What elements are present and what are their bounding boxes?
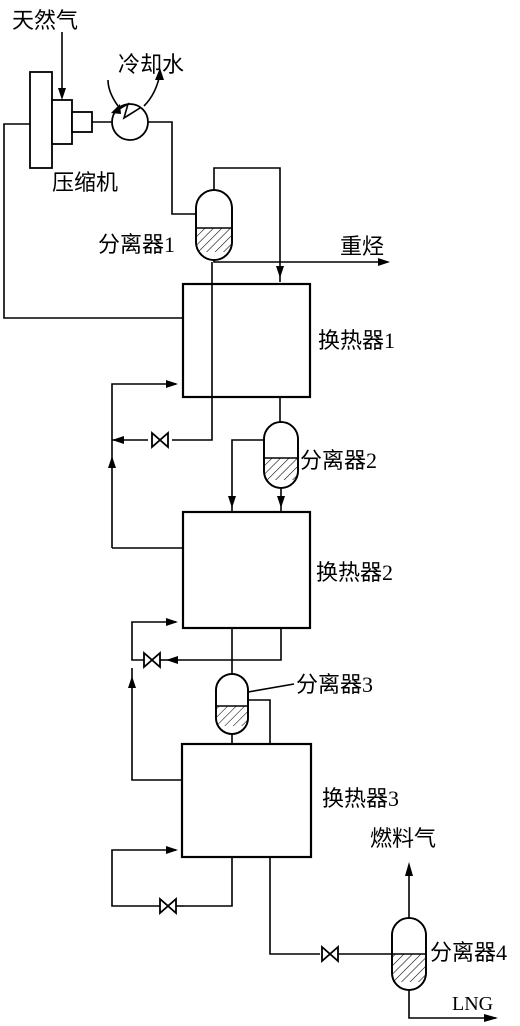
cooler-to-separator1-line [148,121,196,215]
sep2-gas-line [231,439,264,512]
recycle-line [3,123,183,319]
hx3-cold-inlet-arrow [166,846,178,854]
valve2-in-arrow [166,656,178,664]
separator-4 [391,917,427,991]
hx2-cold-inlet-line [131,621,176,661]
sep1-gas-line [213,167,281,282]
hx2-cold-inlet-arrow [166,618,178,626]
heat-exchanger-1 [181,282,312,399]
separator-3-leader [247,683,295,693]
sep1-bottom-refrigerant-line [172,262,213,441]
natural-gas-arrow [58,88,66,100]
sep2-liquid-arrow [277,496,285,508]
lng-label: LNG [452,993,493,1015]
heat-exchanger-3-label: 换热器3 [322,786,399,811]
cooling-water-in-line [107,79,119,107]
separator-3 [215,673,249,735]
throttle-valve-1 [151,431,169,449]
heat-exchanger-2-label: 换热器2 [316,560,393,585]
hx3-return-line [131,668,182,781]
heavy-hydrocarbon-label: 重烃 [340,234,384,259]
hx1-cold-inlet-line [111,383,176,548]
separator-2-label: 分离器2 [300,448,377,473]
sep2-gas-arrow [228,496,236,508]
separator-1 [195,189,233,261]
separator-4-label: 分离器4 [430,940,507,965]
natural-gas-label: 天然气 [12,8,78,33]
hx3-bottom-out-line [184,857,233,907]
separator-1-label: 分离器1 [98,232,175,257]
heavy-hydrocarbon-line [213,260,388,263]
lng-line [408,990,496,1019]
hx2-liquid-out-line [176,628,282,661]
fuel-gas-label: 燃料气 [370,826,436,851]
cooling-water-out-arrow [155,68,164,80]
hx3-cold-inlet-line [111,849,176,907]
lng-arrow [484,1014,498,1022]
sep1-gas-arrow [276,266,284,278]
cooling-water-label: 冷却水 [118,52,184,77]
fuel-gas-arrow [405,862,413,876]
throttle-valve-3 [159,897,177,915]
compressor-label: 压缩机 [52,170,118,195]
hx1-cold-inlet-arrow [166,380,178,388]
hx1-return-up-arrow [108,456,116,468]
heavy-hydrocarbon-arrow [378,258,390,266]
separator-3-label: 分离器3 [296,672,373,697]
valve1-out-arrow [112,436,124,444]
throttle-valve-2 [143,651,161,669]
separator-2 [263,421,299,489]
heat-exchanger-2 [181,510,312,630]
throttle-valve-4 [321,945,339,963]
cooling-water-in-arrow [111,104,121,114]
heat-exchanger-1-label: 换热器1 [318,328,395,353]
hx3-return-up-arrow [128,676,136,688]
compressor [29,71,93,169]
heat-exchanger-3 [180,742,313,859]
